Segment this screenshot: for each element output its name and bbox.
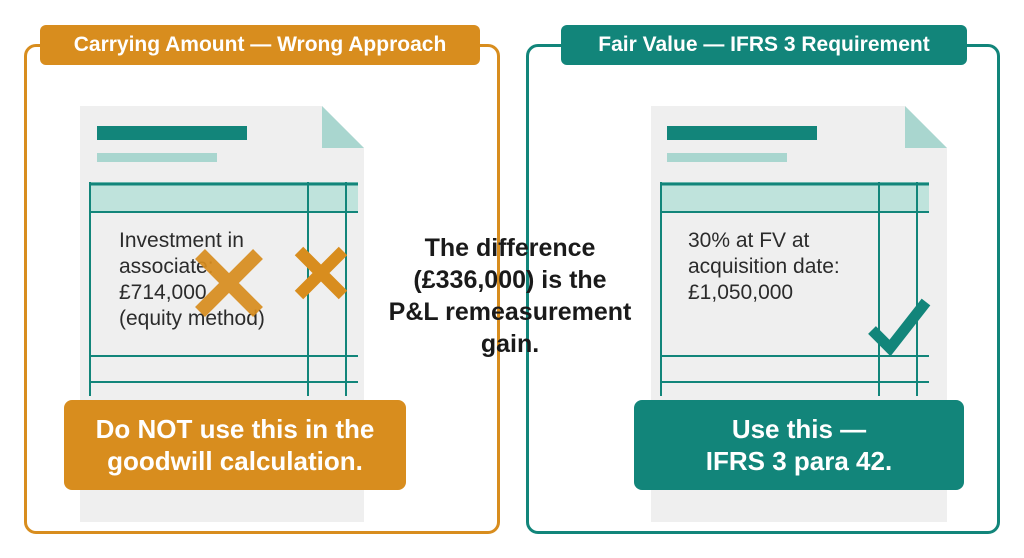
doc-line: (equity method) [119,307,265,330]
checkmark-icon [868,298,931,357]
doc-line: £1,050,000 [688,281,794,304]
note-line: P&L remeasurement [388,298,632,326]
note-line: The difference [424,234,596,262]
callout-line: IFRS 3 para 42. [705,446,893,476]
doc-line: 30% at FV at [688,229,810,252]
doc-line: Investment in [119,229,244,252]
callout-line: Use this — [731,414,867,444]
note-line: gain. [480,330,540,358]
doc-line: acquisition date: [688,255,840,278]
use-this-callout: Use this — IFRS 3 para 42. [634,400,964,490]
note-line: (£336,000) is the [413,266,607,294]
doc-line: associate: [119,255,214,278]
fair-value-tab: Fair Value — IFRS 3 Requirement [561,25,967,65]
doc-line: £714,000 [119,281,207,304]
carrying-amount-tab: Carrying Amount — Wrong Approach [40,25,480,65]
callout-line: Do NOT use this in the [95,414,375,444]
carrying-amount-text: Investment in associate: £714,000 (equit… [119,228,265,332]
difference-note: The difference (£336,000) is the P&L rem… [336,232,684,360]
fair-value-text: 30% at FV at acquisition date: £1,050,00… [688,228,840,306]
cross-icon [195,249,263,317]
callout-line: goodwill calculation. [107,446,363,476]
do-not-use-callout: Do NOT use this in the goodwill calculat… [64,400,406,490]
cross-icon [294,246,348,300]
